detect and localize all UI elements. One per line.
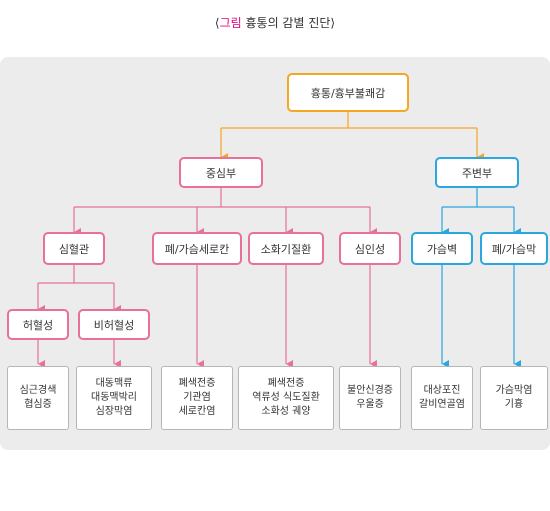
cardio-node: 심혈관	[43, 232, 105, 265]
caption-prefix: 그림	[219, 16, 242, 30]
lung-mediastinum-details: 폐색전증 기관염 세로칸염	[161, 366, 233, 430]
lung-pleura-details: 가슴막염 기흉	[480, 366, 548, 430]
chest-wall-details: 대상포진 갈비연골염	[411, 366, 473, 430]
ischemic-details: 심근경색 협심증	[7, 366, 69, 430]
chest-wall-node: 가슴벽	[411, 232, 473, 265]
root-node: 흉통/흉부불쾌감	[287, 73, 409, 112]
nonischemic-details: 대동맥류 대동맥박리 심장막염	[76, 366, 152, 430]
ischemic-node: 허혈성	[7, 309, 69, 340]
caption-title: 흉통의 감별 진단	[245, 16, 331, 30]
lung-mediastinum-node: 폐/가슴세로칸	[152, 232, 242, 265]
central-node: 중심부	[179, 157, 263, 188]
nonischemic-node: 비허혈성	[78, 309, 150, 340]
lung-pleura-node: 폐/가슴막	[480, 232, 548, 265]
central-connector	[37, 188, 377, 368]
psychogenic-node: 심인성	[339, 232, 401, 265]
psychogenic-details: 불안신경증 우울증	[339, 366, 401, 430]
peripheral-node: 주변부	[435, 157, 519, 188]
root-connector	[220, 112, 484, 161]
figure-caption: ⟨그림 흉통의 감별 진단⟩	[214, 16, 336, 30]
gi-node: 소화기질환	[248, 232, 324, 265]
peripheral-connector	[441, 188, 521, 368]
gi-details: 폐색전증 역류성 식도질환 소화성 궤양	[238, 366, 334, 430]
